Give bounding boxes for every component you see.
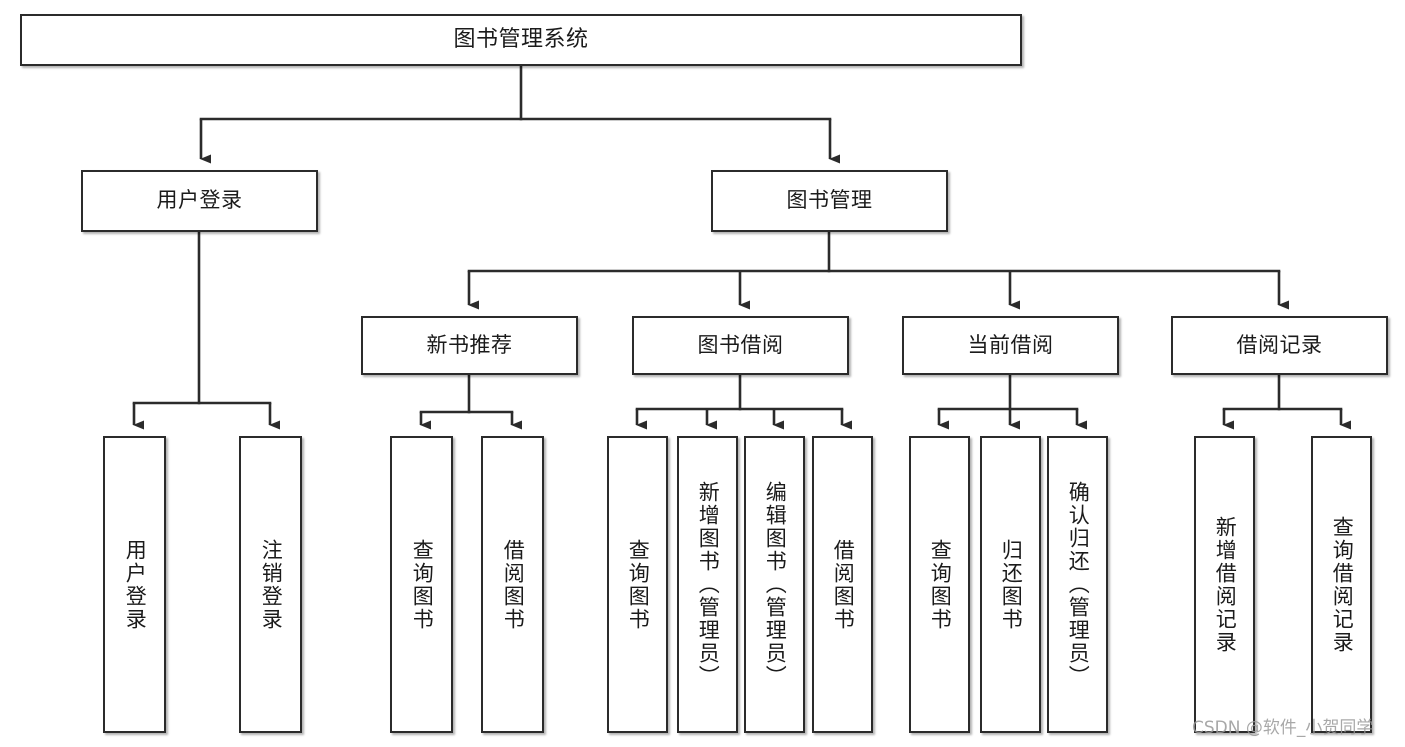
node-l2-book-borrow[interactable]: 图书借阅 [632,316,849,375]
node-label: 编辑图书（管理员） [763,481,788,688]
node-l3-edit-book-admin[interactable]: 编辑图书（管理员） [744,436,805,733]
node-label: 新书推荐 [426,332,513,357]
node-l3-query-book-a[interactable]: 查询图书 [390,436,453,733]
node-label: 图书借阅 [697,332,784,357]
node-label: 图书管理系统 [453,26,589,52]
node-l3-user-login-leaf[interactable]: 用户登录 [103,436,166,733]
node-label: 归还图书 [999,538,1024,631]
node-l1-user-login[interactable]: 用户登录 [81,170,318,232]
csdn-watermark: CSDN @软件_小贺同学 [1192,718,1374,738]
connector-arrows [132,119,1351,430]
node-label: 借阅图书 [501,538,526,631]
node-label: 注销登录 [259,538,284,631]
node-label: 图书管理 [786,188,873,213]
node-l1-book-manage[interactable]: 图书管理 [711,170,948,232]
node-l3-query-book-c[interactable]: 查询图书 [909,436,970,733]
node-root[interactable]: 图书管理系统 [20,14,1022,66]
node-l3-add-borrow-record[interactable]: 新增借阅记录 [1194,436,1255,733]
node-l3-add-book-admin[interactable]: 新增图书（管理员） [677,436,738,733]
node-label: 新增借阅记录 [1213,515,1238,654]
node-label: 新增图书（管理员） [696,481,721,688]
node-label: 查询图书 [410,538,435,631]
node-label: 确认归还（管理员） [1066,481,1091,688]
node-label: 当前借阅 [967,332,1054,357]
node-label: 查询图书 [626,538,651,631]
node-l3-return-book[interactable]: 归还图书 [980,436,1041,733]
node-l3-confirm-return-admin[interactable]: 确认归还（管理员） [1047,436,1108,733]
node-label: 查询借阅记录 [1330,515,1355,654]
node-l3-borrow-book-a[interactable]: 借阅图书 [481,436,544,733]
node-l2-new-book-rec[interactable]: 新书推荐 [361,316,578,375]
node-l3-logout-leaf[interactable]: 注销登录 [239,436,302,733]
node-label: 用户登录 [156,188,243,213]
node-label: 查询图书 [928,538,953,631]
node-l2-borrow-record[interactable]: 借阅记录 [1171,316,1388,375]
node-l3-query-borrow-record[interactable]: 查询借阅记录 [1311,436,1372,733]
node-l3-query-book-b[interactable]: 查询图书 [607,436,668,733]
node-label: 借阅图书 [831,538,856,631]
node-l2-current-borrow[interactable]: 当前借阅 [902,316,1119,375]
node-label: 用户登录 [123,538,148,631]
node-label: 借阅记录 [1236,332,1323,357]
node-l3-borrow-book-b[interactable]: 借阅图书 [812,436,873,733]
